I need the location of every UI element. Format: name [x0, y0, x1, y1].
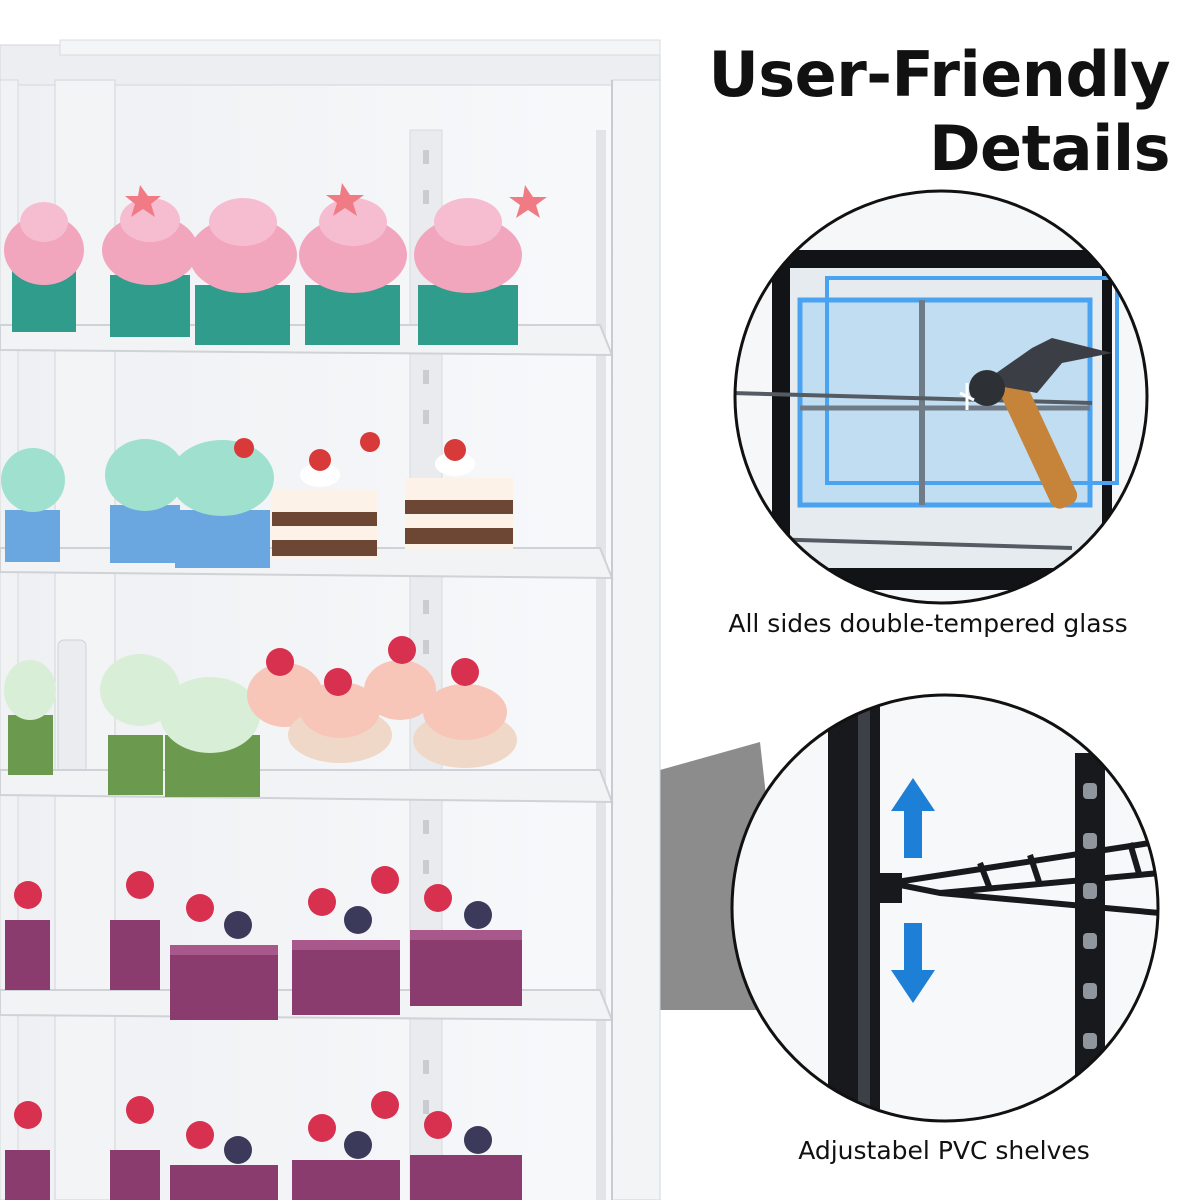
page-title: User-Friendly Details: [650, 38, 1170, 186]
title-line-1: User-Friendly: [708, 38, 1170, 111]
adjustable-shelf-detail: [730, 693, 1160, 1123]
title-line-2: Details: [929, 112, 1170, 185]
feature-caption-shelves: Adjustabel PVC shelves: [798, 1136, 1090, 1165]
tempered-glass-detail: [733, 189, 1149, 605]
hammer-icon: [969, 338, 1112, 509]
display-cabinet-image: [0, 39, 661, 1200]
feature-caption-glass: All sides double-tempered glass: [728, 609, 1128, 638]
up-down-arrows-icon: [891, 778, 935, 1003]
